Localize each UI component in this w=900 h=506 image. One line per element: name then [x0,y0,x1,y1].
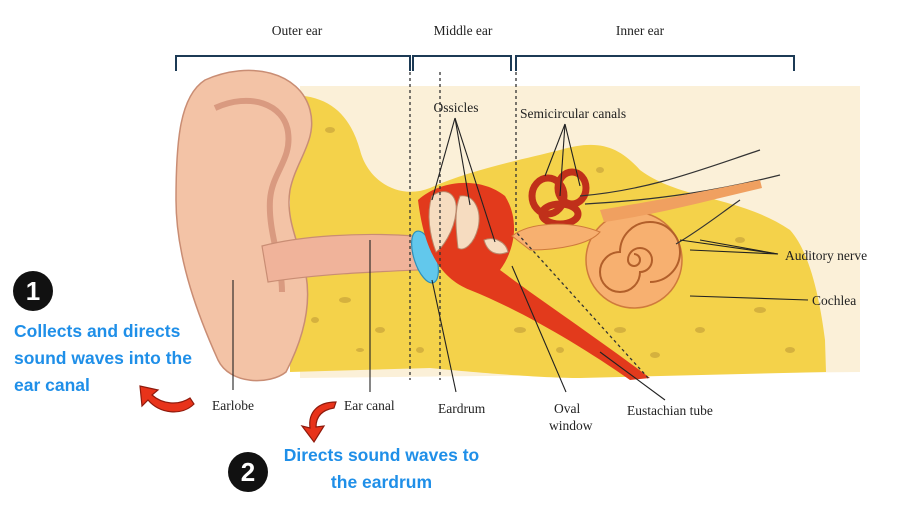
callout-1-line-2: sound waves into the [14,348,192,368]
section-brackets [175,55,795,71]
callout-2-line-2: the eardrum [330,472,433,492]
label-oval-window-line1: Oval [554,401,580,416]
callout-1-line-1: Collects and directs [14,321,181,341]
pinna [175,69,313,382]
middle-ear-bracket [412,55,512,71]
cochlea-spiral [599,221,681,293]
label-ossicles: Ossicles [434,100,479,115]
vestibule [511,223,601,251]
callout-2-line-1: Directs sound waves to [283,445,480,465]
section-label-inner-ear: Inner ear [616,23,665,38]
pointer-lines [232,117,809,401]
label-ear-canal: Ear canal [344,398,395,413]
label-auditory-nerve: Auditory nerve [785,248,867,263]
ossicles-shape [428,191,509,255]
auditory-nerve-shape [600,180,762,222]
curved-arrow-icon [300,401,337,444]
section-label-outer-ear: Outer ear [272,23,323,38]
callout-1-text: Collects and directs sound waves into th… [14,318,192,399]
label-cochlea: Cochlea [812,293,856,308]
callout-2-text: Directs sound waves to the eardrum [274,442,489,496]
outer-ear-bracket [175,55,411,71]
bone-texture [311,127,795,358]
label-earlobe: Earlobe [212,398,254,413]
callout-2-badge: 2 [228,452,268,492]
label-semicircular-canals: Semicircular canals [520,106,626,121]
section-label-middle-ear: Middle ear [434,23,493,38]
curved-arrow-icon [139,385,195,413]
callout-1-line-3: ear canal [14,375,90,395]
inner-ear-bracket [515,55,795,71]
label-oval-window-line2: window [549,418,593,433]
label-eustachian-tube: Eustachian tube [627,403,713,418]
ear-illustration [175,69,860,382]
label-eardrum: Eardrum [438,401,486,416]
callout-1-badge: 1 [13,271,53,311]
